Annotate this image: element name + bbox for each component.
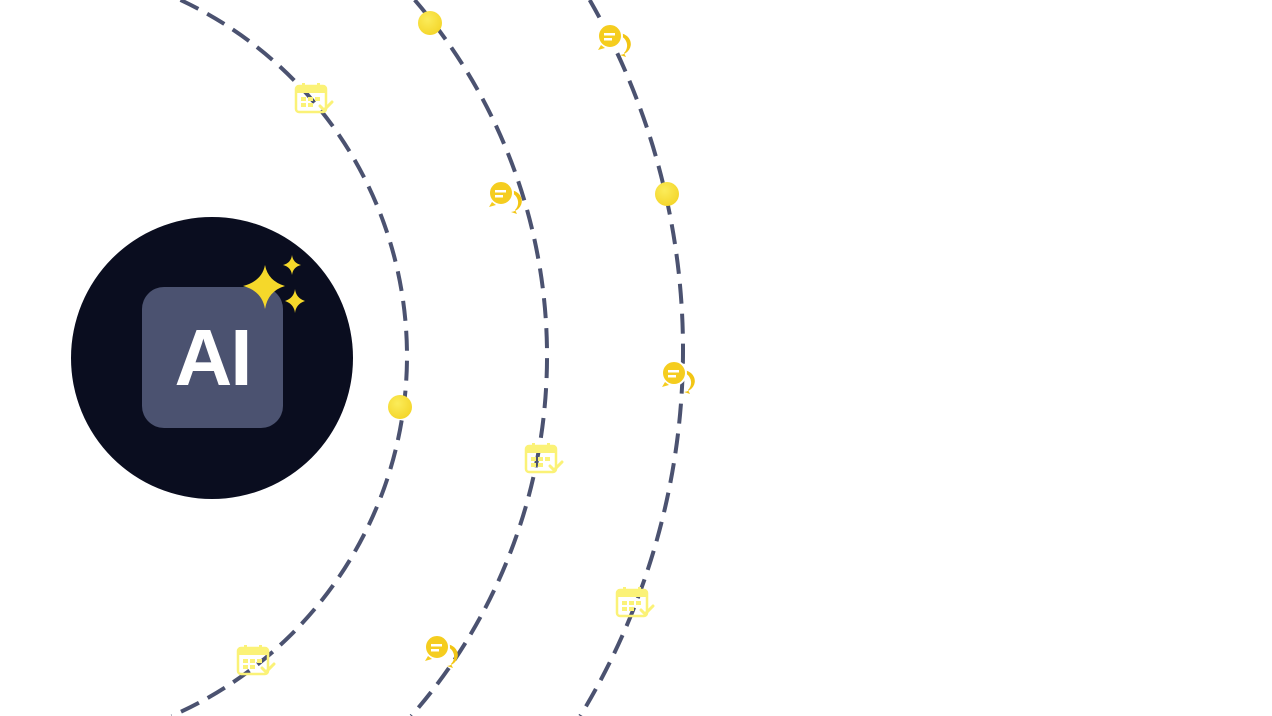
calendar-check-icon — [524, 442, 564, 481]
orbit-ring-inner — [170, 0, 409, 716]
ai-hub: AI — [71, 217, 353, 499]
yellow-dot-icon — [418, 11, 442, 35]
calendar-check-icon — [294, 82, 334, 121]
chat-bubbles-icon — [487, 180, 525, 219]
chat-bubbles-icon — [596, 23, 634, 62]
sparkles-icon — [243, 255, 305, 313]
calendar-check-icon — [236, 644, 276, 683]
ai-tile: AI — [142, 287, 283, 428]
calendar-check-icon — [615, 586, 655, 625]
yellow-dot-icon — [655, 182, 679, 206]
chat-bubbles-icon — [660, 360, 698, 399]
orbit-ring-middle — [409, 0, 549, 716]
ai-label: AI — [174, 312, 253, 402]
yellow-dot-icon — [388, 395, 412, 419]
chat-bubbles-icon — [423, 634, 461, 673]
